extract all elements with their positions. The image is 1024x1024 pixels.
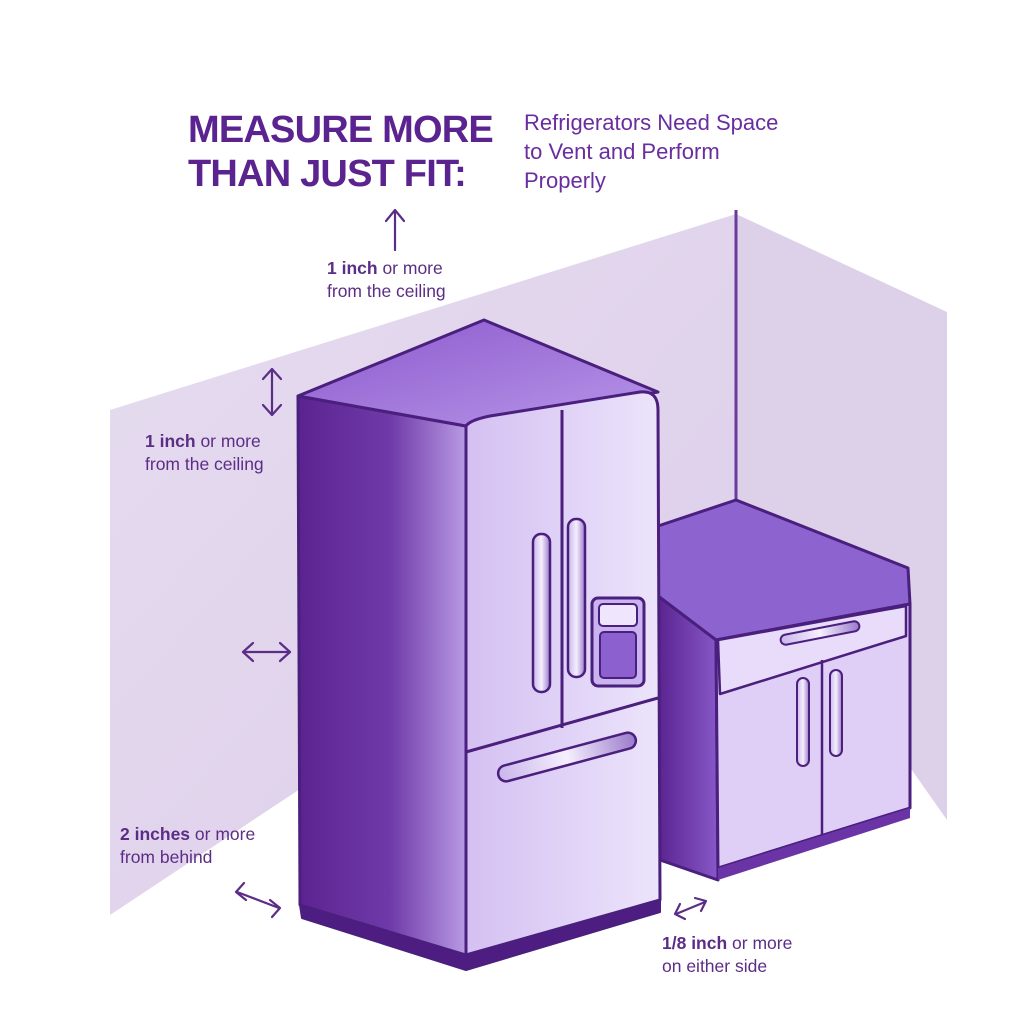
callout-amount: 1 inch — [327, 258, 378, 278]
counter-cabinet — [656, 498, 912, 882]
callout-first-line: 1 inch or more — [145, 430, 264, 453]
callout-qualifier: or more — [190, 824, 256, 844]
upper-clearance-label: 1 inch or more from the ceiling — [145, 430, 264, 476]
refrigerator — [296, 318, 662, 971]
page-title: MEASURE MORE THAN JUST FIT: — [188, 108, 518, 196]
callout-amount: 1 inch — [145, 431, 196, 451]
callout-location: on either side — [662, 956, 768, 976]
horizontal-double-arrow-icon — [241, 641, 292, 663]
right-door-handle — [566, 517, 587, 679]
freezer-drawer-divider — [465, 696, 659, 754]
fridge-top — [296, 318, 660, 428]
callout-amount: 2 inches — [120, 824, 191, 844]
page-subtitle: Refrigerators Need Space to Vent and Per… — [524, 108, 844, 195]
callout-qualifier: or more — [377, 258, 443, 278]
top-clearance-label: 1 inch or more from the ceiling — [327, 257, 446, 303]
cabinet-base — [718, 808, 910, 880]
subtitle-line: Properly — [524, 168, 606, 193]
callout-qualifier: or more — [195, 431, 261, 451]
vertical-double-arrow-icon — [261, 367, 283, 417]
title-line: THAN JUST FIT: — [188, 153, 467, 195]
left-door-handle — [531, 532, 552, 694]
fridge-side — [296, 394, 468, 957]
fridge-base — [299, 899, 661, 971]
side-clearance-label: 1/8 inch or more on either side — [662, 932, 792, 978]
left-cabinet-handle — [796, 677, 810, 767]
title-line: MEASURE MORE — [188, 109, 494, 151]
drawer-handle — [779, 620, 861, 646]
callout-location: from the ceiling — [145, 454, 264, 474]
callout-qualifier: or more — [727, 933, 793, 953]
callout-first-line: 2 inches or more — [120, 823, 255, 846]
diagonal-double-arrow-icon — [673, 896, 708, 921]
right-cabinet-handle — [829, 669, 843, 757]
freezer-drawer-handle — [496, 731, 638, 783]
water-dispenser — [590, 596, 646, 688]
subtitle-line: to Vent and Perform — [524, 139, 720, 164]
callout-first-line: 1/8 inch or more — [662, 932, 792, 955]
back-clearance-label: 2 inches or more from behind — [120, 823, 255, 869]
up-arrow-icon — [384, 208, 406, 252]
callout-location: from the ceiling — [327, 281, 446, 301]
callout-location: from behind — [120, 847, 213, 867]
subtitle-line: Refrigerators Need Space — [524, 110, 779, 135]
diagonal-double-arrow-icon — [234, 881, 282, 919]
cabinet-side — [656, 594, 720, 882]
callout-first-line: 1 inch or more — [327, 257, 446, 280]
callout-amount: 1/8 inch — [662, 933, 728, 953]
